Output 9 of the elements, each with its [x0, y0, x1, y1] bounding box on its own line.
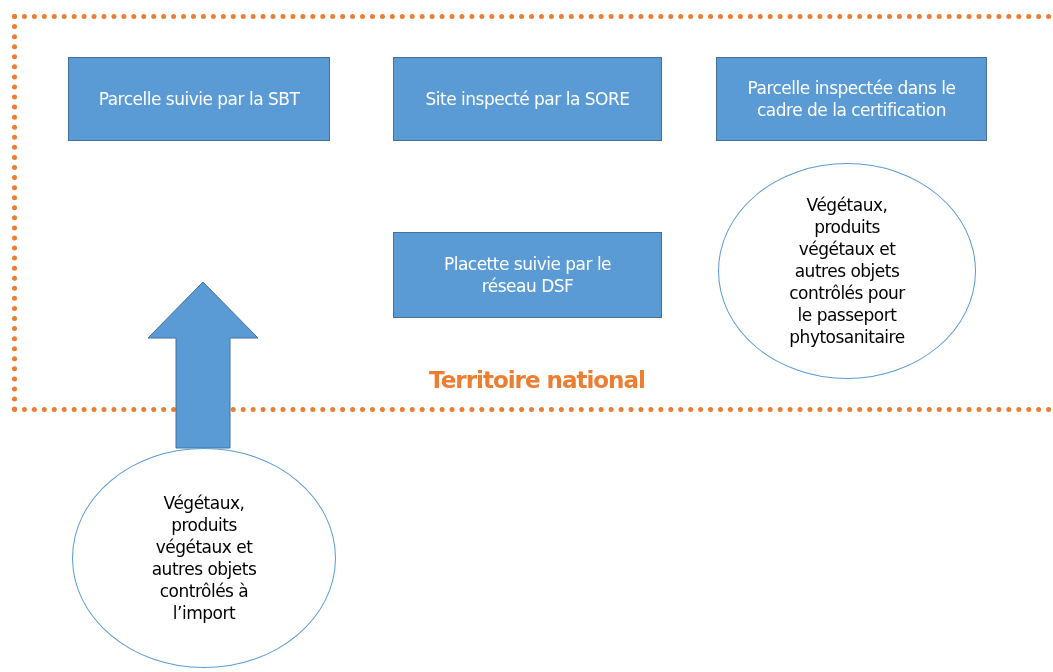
block-arrow	[147, 281, 259, 449]
territory-border	[12, 14, 1053, 412]
ellipse-node: Végétaux, produits végétaux et autres objets contrôlés pour le passeport phytosanitaire	[718, 163, 976, 379]
process-box: Parcelle inspectée dans le cadre de la certification	[716, 57, 987, 141]
process-box: Placette suivie par le réseau DSF	[393, 232, 662, 318]
process-box: Site inspecté par la SORE	[393, 57, 662, 141]
ellipse-node: Végétaux, produits végétaux et autres objets contrôlés à l’import	[72, 448, 336, 668]
territory-title: Territoire national	[428, 367, 646, 393]
process-box: Parcelle suivie par la SBT	[68, 57, 330, 141]
